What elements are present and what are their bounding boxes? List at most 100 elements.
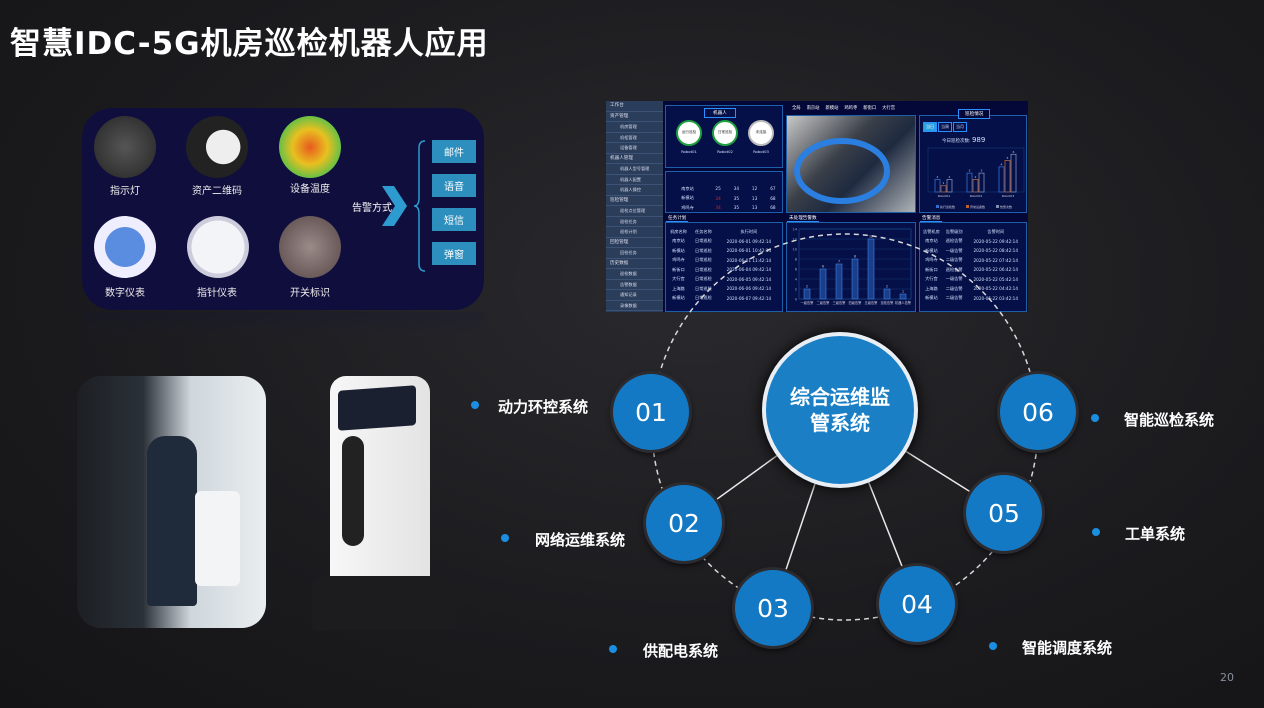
station-tab[interactable]: 新模站: [825, 106, 839, 111]
sidebar-item[interactable]: 巡检任务: [606, 217, 663, 227]
x-tick-label: Robot03: [1002, 194, 1015, 198]
table-cell: 二级告警: [945, 295, 963, 301]
indicator-light-image: [94, 116, 156, 178]
alarm-email-button[interactable]: 邮件: [432, 140, 476, 163]
technician-figure: [147, 436, 197, 606]
station-tab[interactable]: 新街口: [863, 106, 877, 111]
table-cell: 上海路: [925, 285, 938, 291]
sidebar-item[interactable]: 告警数据: [606, 280, 663, 290]
brace-icon: [414, 140, 426, 272]
y-tick-label: 2: [795, 288, 797, 292]
sidebar-item[interactable]: 机器人型号管理: [606, 164, 663, 175]
bar-value-label: 6: [1013, 150, 1015, 154]
node-05[interactable]: 05: [966, 475, 1042, 551]
label-work-order: 工单系统: [1125, 525, 1186, 543]
node-02[interactable]: 02: [646, 485, 722, 561]
sidebar-item[interactable]: 回检任务: [606, 248, 663, 259]
bar: [934, 179, 941, 193]
bar: [851, 258, 859, 300]
bullet-icon: [501, 534, 509, 542]
bar-value-label: 1: [902, 290, 904, 294]
x-tick-label: 巡检告警: [881, 300, 895, 305]
node-04[interactable]: 04: [879, 566, 955, 642]
sidebar-item[interactable]: 工作台: [606, 101, 663, 112]
table-cell: 68: [770, 195, 776, 201]
sidebar-item[interactable]: 回检管理: [606, 238, 663, 248]
camera-video-feed[interactable]: [786, 115, 916, 213]
bar: [946, 179, 953, 193]
sidebar-item[interactable]: 巡检数据: [606, 269, 663, 280]
y-tick-label: 14: [793, 228, 798, 232]
sidebar-item[interactable]: 巡检计划: [606, 227, 663, 238]
alarm-sms-button[interactable]: 短信: [432, 208, 476, 231]
table-cell: 13: [751, 205, 758, 211]
station-tab[interactable]: 鸡鸣寺: [844, 106, 858, 111]
dashboard-sidebar: 工作台资产管理机房管理机柜管理设备管理机器人管理机器人型号管理机器人配置机器人操…: [606, 101, 663, 312]
alarm-message-title: 告警消息: [920, 216, 943, 222]
node-01[interactable]: 01: [613, 374, 689, 450]
station-tab[interactable]: 全局: [792, 106, 801, 111]
table-cell: 二级告警: [945, 285, 963, 291]
x-tick-label: Robot02: [970, 194, 983, 198]
table-cell: 新街口: [672, 266, 685, 272]
sensor-label: 开关标识: [290, 288, 330, 299]
sidebar-item[interactable]: 设备管理: [606, 143, 663, 154]
sidebar-item[interactable]: 机器人配置: [606, 175, 663, 185]
table-cell: 2020-05-22 08:42:14: [973, 248, 1018, 254]
bar: [1004, 160, 1011, 193]
bullet-icon: [609, 645, 617, 653]
table-header: 告警级别: [945, 228, 963, 234]
sidebar-item[interactable]: 机柜管理: [606, 133, 663, 143]
robot-status-ring: 未连接: [748, 120, 774, 146]
legend-swatch: [936, 205, 939, 208]
sidebar-item[interactable]: 录像数据: [606, 301, 663, 311]
center-system-node[interactable]: 综合运维监管系统: [762, 332, 918, 488]
bullet-icon: [989, 642, 997, 650]
bar-value-label: 12: [869, 235, 873, 239]
table-cell: 巡检告警: [945, 238, 963, 244]
table-cell: 67: [770, 186, 776, 192]
sidebar-item[interactable]: 巡检管理: [606, 196, 663, 206]
alarm-voice-button[interactable]: 语音: [432, 174, 476, 197]
sidebar-item[interactable]: 历史数据: [606, 259, 663, 269]
bar: [867, 238, 875, 300]
robot-name: Robot01: [681, 149, 697, 154]
digital-meter-image: [94, 216, 156, 278]
bar-value-label: 7: [838, 260, 840, 264]
sidebar-item[interactable]: 机房管理: [606, 122, 663, 133]
table-header: 任务名称: [695, 228, 712, 234]
table-cell: 日常巡检: [695, 238, 712, 244]
inspection-tab[interactable]: 当周: [938, 122, 952, 132]
inspection-tab[interactable]: 当月: [953, 122, 967, 132]
table-cell: 南京站: [925, 238, 938, 244]
inspection-bar-chart: 212Robot01323Robot02456Robot03执行巡检数异常设备数…: [927, 147, 1025, 209]
inspection-tab[interactable]: 当日: [923, 122, 937, 132]
station-tab[interactable]: 南京站: [806, 106, 820, 111]
table-cell: 2020-06-04 09:42:14: [726, 267, 772, 273]
alarm-popup-button[interactable]: 弹窗: [432, 242, 476, 265]
unhandled-alarm-bar-chart: 024681012142一级告警6二级告警7三级告警8四级告警12五级告警2巡检…: [793, 228, 912, 306]
sidebar-item[interactable]: 机器人操控: [606, 185, 663, 196]
table-cell: 新模站: [925, 295, 938, 301]
sidebar-item[interactable]: 通知记录: [606, 290, 663, 301]
node-03[interactable]: 03: [735, 570, 811, 646]
task-plan-title: 任务计划: [666, 216, 689, 222]
sidebar-item[interactable]: 机器人管理: [606, 154, 663, 164]
table-cell: 二级告警: [945, 257, 963, 263]
bar: [998, 166, 1005, 193]
sidebar-item[interactable]: 巡检点位管理: [606, 206, 663, 217]
station-tab[interactable]: 大行宫: [882, 106, 896, 111]
x-tick-label: 机器人告警: [895, 300, 912, 305]
sidebar-item[interactable]: 资产管理: [606, 112, 663, 122]
y-tick-label: 4: [795, 278, 798, 282]
slide-title: 智慧IDC-5G机房巡检机器人应用: [10, 26, 489, 62]
node-06[interactable]: 06: [1000, 374, 1076, 450]
table-cell: 35: [733, 195, 740, 201]
